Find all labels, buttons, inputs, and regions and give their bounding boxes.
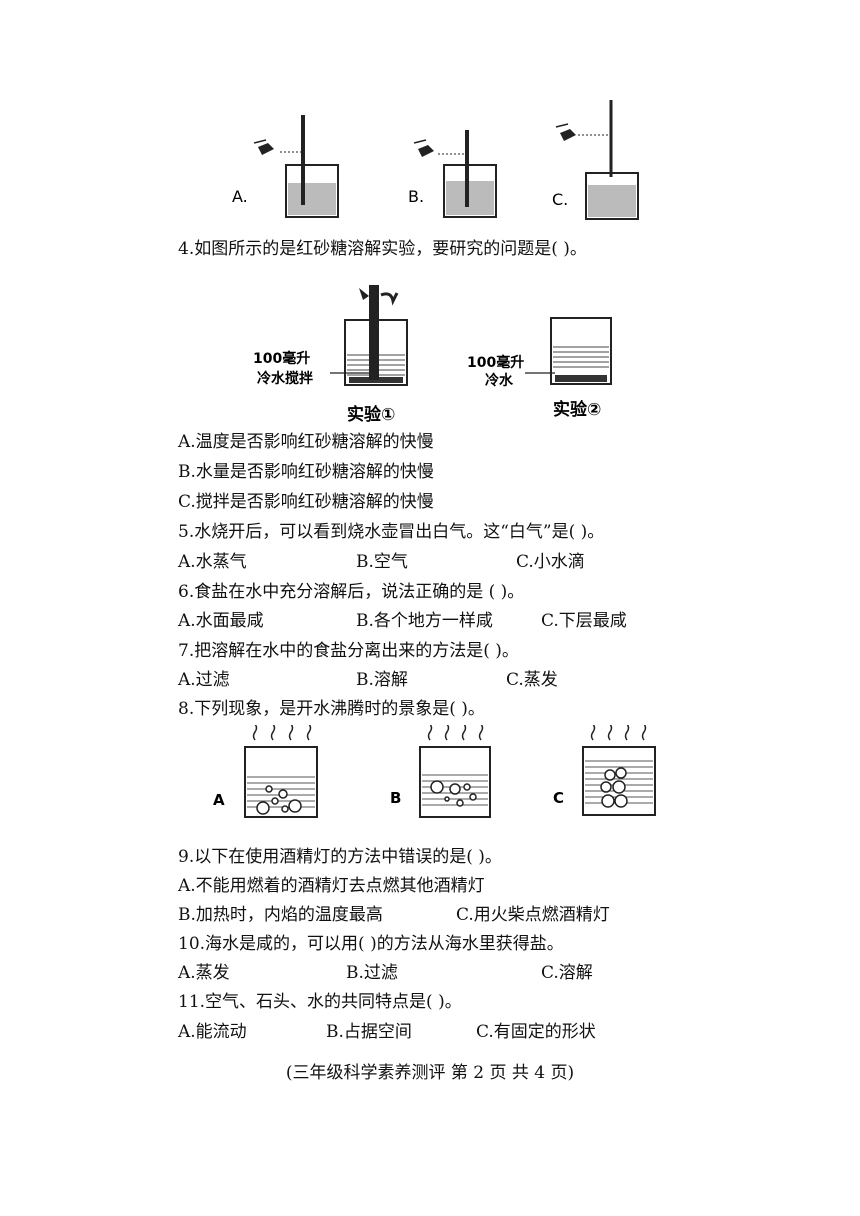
- q4-option-c: C.搅拌是否影响红砂糖溶解的快慢: [178, 492, 434, 512]
- boiling-option-b: B: [390, 725, 491, 818]
- exp2-note-line2: 冷水: [485, 372, 514, 389]
- thermometer-figure: A. B. C.: [232, 100, 639, 220]
- boiling-label-b: B: [390, 789, 401, 807]
- experiment-2-label: 实验②: [553, 399, 601, 420]
- exp2-note-line1: 100毫升: [467, 354, 524, 371]
- q7-option-b: B.溶解: [356, 670, 408, 690]
- q10-option-c: C.溶解: [541, 963, 593, 983]
- page-footer: (三年级科学素养测评 第 2 页 共 4 页): [285, 1063, 575, 1083]
- exp1-note-line2: 冷水搅拌: [257, 370, 313, 387]
- q4-option-a: A.温度是否影响红砂糖溶解的快慢: [178, 432, 434, 452]
- question-4: 4.如图所示的是红砂糖溶解实验，要研究的问题是( )。: [178, 239, 587, 259]
- experiment-2-beaker: [525, 317, 612, 385]
- question-8: 8.下列现象，是开水沸腾时的景象是( )。: [178, 699, 485, 719]
- q9-option-c: C.用火柴点燃酒精灯: [456, 905, 610, 925]
- boiling-option-a: A: [213, 725, 318, 818]
- question-6: 6.食盐在水中充分溶解后，说法正确的是 ( )。: [178, 582, 525, 602]
- q5-option-b: B.空气: [356, 552, 408, 572]
- question-7: 7.把溶解在水中的食盐分离出来的方法是( )。: [178, 641, 519, 661]
- q9-option-b: B.加热时，内焰的温度最高: [178, 905, 383, 925]
- q5-option-c: C.小水滴: [516, 552, 585, 572]
- boiling-label-a: A: [213, 791, 225, 809]
- sugar-dissolving-figure: 100毫升 冷水搅拌 实验① 100毫升 冷水 实验②: [253, 285, 612, 425]
- boiling-label-c: C: [553, 789, 564, 807]
- exp1-note-line1: 100毫升: [253, 350, 310, 367]
- q6-option-b: B.各个地方一样咸: [356, 611, 493, 631]
- question-5: 5.水烧开后，可以看到烧水壶冒出白气。这“白气”是( )。: [178, 522, 605, 542]
- q4-option-b: B.水量是否影响红砂糖溶解的快慢: [178, 462, 434, 482]
- q10-option-a: A.蒸发: [178, 963, 230, 983]
- q6-option-a: A.水面最咸: [178, 611, 264, 631]
- q11-option-b: B.占据空间: [326, 1022, 412, 1042]
- boiling-water-figure: A B: [213, 725, 656, 818]
- thermometer-option-b: B.: [408, 130, 497, 218]
- q5-option-a: A.水蒸气: [178, 552, 247, 572]
- question-9: 9.以下在使用酒精灯的方法中错误的是( )。: [178, 847, 502, 867]
- figure-label-a: A.: [232, 187, 248, 206]
- question-11: 11.空气、石头、水的共同特点是( )。: [178, 992, 462, 1012]
- thermometer-option-a: A.: [232, 115, 339, 218]
- question-10: 10.海水是咸的，可以用( )的方法从海水里获得盐。: [178, 934, 564, 954]
- q10-option-b: B.过滤: [346, 963, 398, 983]
- experiment-1-beaker: [330, 285, 408, 386]
- boiling-option-c: C: [553, 725, 656, 816]
- q7-option-a: A.过滤: [178, 670, 230, 690]
- q11-option-c: C.有固定的形状: [476, 1022, 596, 1042]
- q6-option-c: C.下层最咸: [541, 611, 627, 631]
- thermometer-option-c: C.: [552, 100, 639, 220]
- experiment-1-label: 实验①: [347, 404, 395, 425]
- figure-label-b: B.: [408, 187, 424, 206]
- q11-option-a: A.能流动: [178, 1022, 247, 1042]
- q9-option-a: A.不能用燃着的酒精灯去点燃其他酒精灯: [178, 876, 485, 896]
- q7-option-c: C.蒸发: [506, 670, 558, 690]
- figure-label-c: C.: [552, 190, 568, 209]
